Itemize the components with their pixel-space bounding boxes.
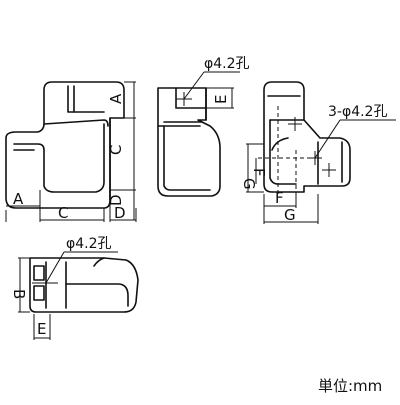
hole-label-top: 3-φ4.2孔 [328,104,387,120]
unit-label: 単位:mm [318,377,382,395]
side-view [157,71,240,197]
dim-label-f-bottom: F [275,189,284,207]
dim-label-g-left: G [240,178,258,190]
dim-label-c-vertical: C [107,145,125,155]
front-view [5,81,137,222]
dim-label-f-left: F [250,168,268,177]
dim-label-e-side: E [212,95,230,104]
hole-label-bottom: φ4.2孔 [66,236,112,252]
dim-label-e-bottom: E [37,320,46,338]
top-view [246,81,396,224]
dim-label-a-vertical: A [107,93,125,104]
dim-label-b: B [10,289,28,299]
dim-label-a-front: A [13,190,24,208]
hole-label-side: φ4.2孔 [204,56,250,72]
dim-label-d-vertical: D [107,194,125,206]
dim-label-g-bottom: G [284,206,296,224]
dim-label-c-front-bottom: C [58,204,68,222]
dim-label-d-front: D [114,204,126,222]
bottom-view [18,251,139,340]
